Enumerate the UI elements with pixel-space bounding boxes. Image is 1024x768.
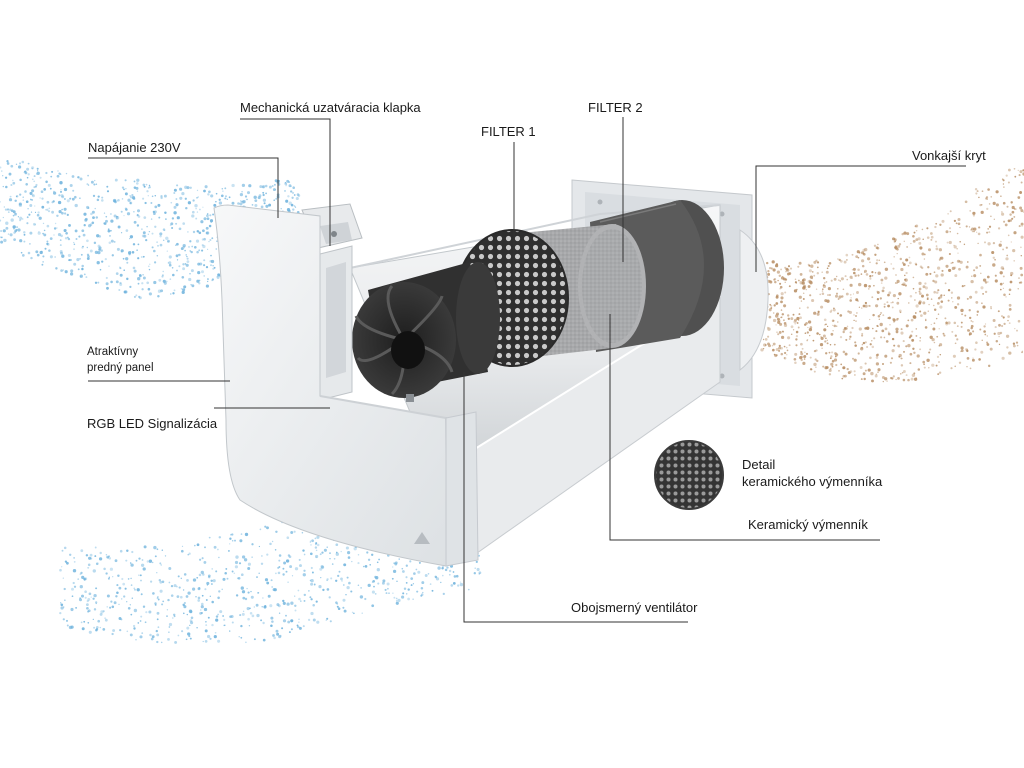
label-bidirectional-fan: Obojsmerný ventilátor — [571, 600, 698, 615]
label-filter-2: FILTER 2 — [588, 100, 643, 115]
outer-cover — [739, 229, 769, 372]
label-rgb-led: RGB LED Signalizácia — [87, 416, 218, 431]
leader-flap — [240, 118, 331, 246]
ceramic-detail-circle — [654, 440, 724, 510]
leader-power — [88, 157, 279, 218]
leader-ceramic — [609, 314, 880, 541]
label-detail-line2: keramického výmenníka — [742, 474, 883, 489]
label-front-panel-line2: predný panel — [87, 362, 154, 374]
label-front-panel-line1: Atraktívny — [87, 346, 139, 358]
front-panel — [213, 204, 479, 567]
warm-air-flow — [738, 167, 1024, 383]
leader-lines — [88, 117, 966, 623]
label-outer-cover: Vonkajší kryt — [912, 148, 986, 163]
label-mechanical-flap: Mechanická uzatváracia klapka — [240, 100, 421, 115]
leader-outer-cover — [755, 165, 966, 272]
inner-frame — [319, 245, 414, 402]
label-filter-1: FILTER 1 — [481, 124, 536, 139]
label-power-supply: Napájanie 230V — [88, 140, 181, 155]
label-ceramic-exchanger: Keramický výmenník — [748, 517, 868, 532]
bidirectional-fan — [352, 262, 500, 398]
label-detail-line1: Detail — [742, 457, 776, 472]
leader-fan — [463, 372, 688, 623]
